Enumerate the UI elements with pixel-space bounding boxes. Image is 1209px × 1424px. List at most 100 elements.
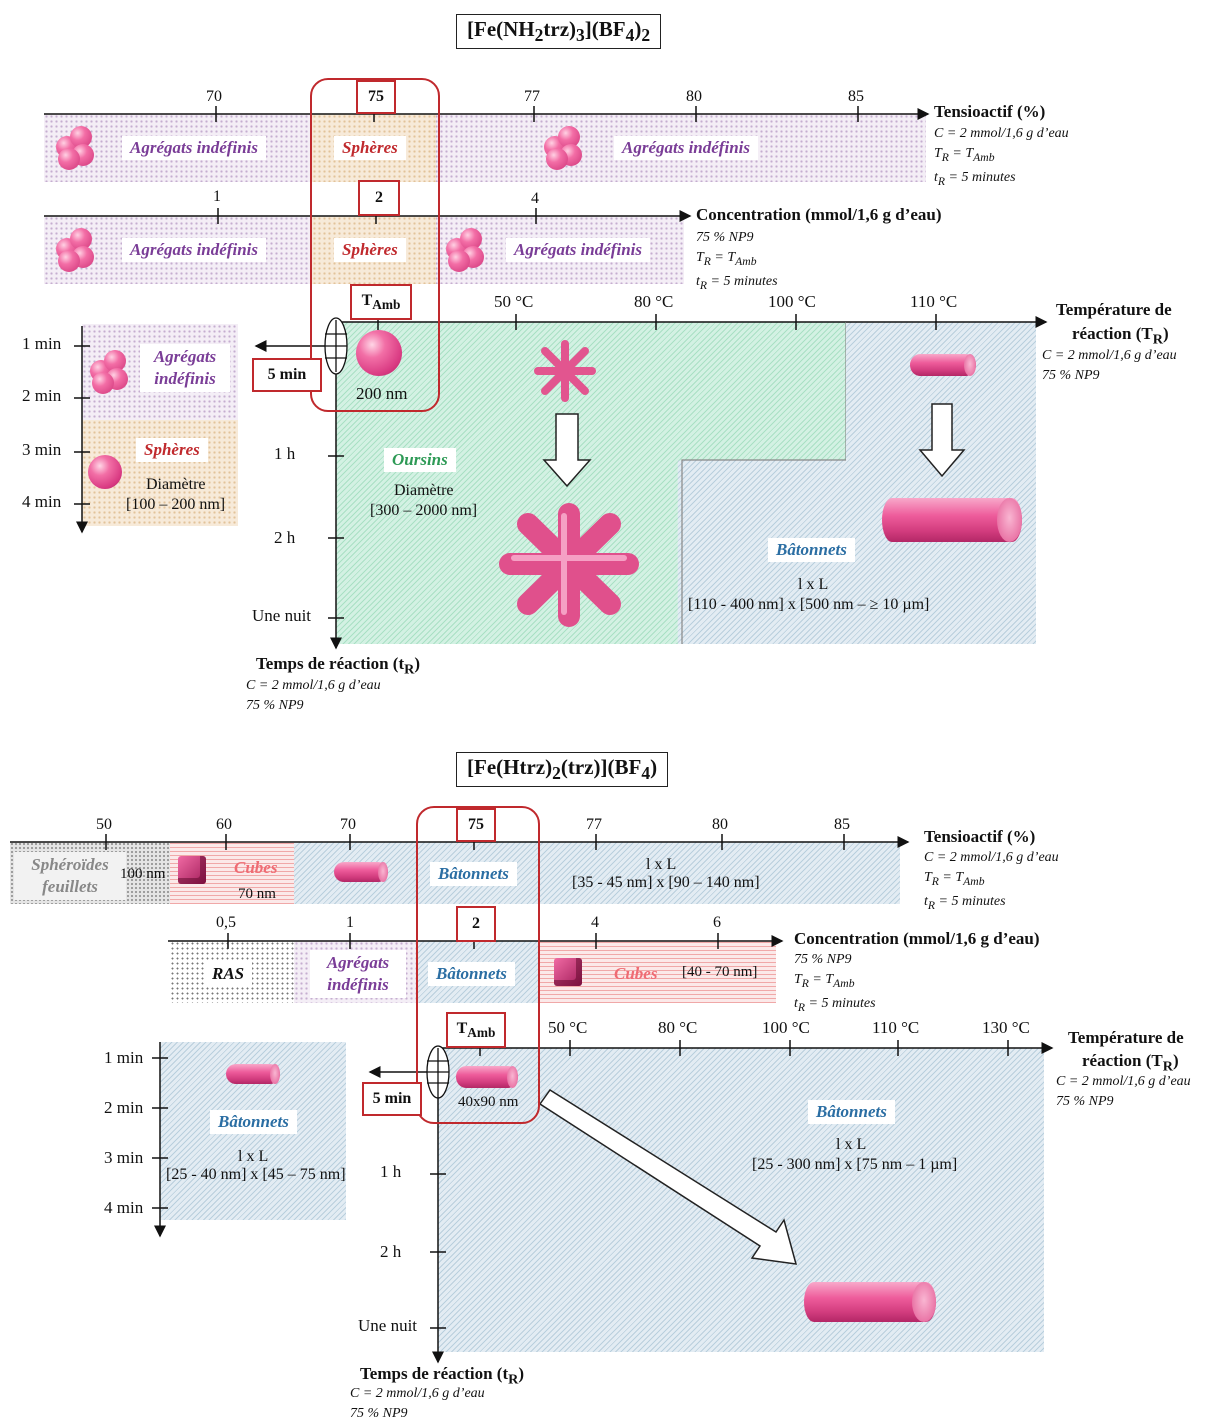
- bottom-conc-cubes-label: Cubes: [614, 964, 658, 983]
- tick-label: 100 °C: [762, 1018, 810, 1037]
- top-urchins-label: Oursins: [384, 448, 456, 472]
- cube-particle-icon: [178, 856, 206, 884]
- tick-label: 60: [216, 816, 232, 833]
- large-rod-icon: [804, 1282, 936, 1322]
- bottom-surf-rods-label: Bâtonnets: [430, 862, 517, 886]
- tick-label: 4 min: [22, 492, 62, 511]
- bottom-tamb-highlight: TAmb: [446, 1012, 506, 1048]
- tick-label: 70: [206, 88, 222, 105]
- top-urchin-growth-arrow: [542, 413, 592, 488]
- small-rod-icon: [456, 1066, 518, 1088]
- bottom-cube-size: 70 nm: [238, 886, 276, 902]
- tick-label: Une nuit: [252, 606, 312, 625]
- bottom-temperature-axis-label-2: réaction (TR): [1082, 1051, 1179, 1075]
- bottom-surfactant-axis-label: Tensioactif (%): [924, 827, 1036, 846]
- tick-label: 1 min: [104, 1048, 144, 1067]
- bottom-short-dims: [25 - 40 nm] x [45 – 75 nm]: [166, 1166, 346, 1183]
- top-rod-growth-arrow: [918, 403, 966, 478]
- top-surf-region-2: Sphères: [334, 136, 406, 160]
- bottom-aggregates-label: Agrégats indéfinis: [310, 950, 406, 998]
- top-standard-conditions-frame: [310, 78, 440, 412]
- top-short-region-1: Agrégats indéfinis: [140, 344, 230, 392]
- top-rods-dims: [110 - 400 nm] x [500 nm – ≥ 10 µm]: [688, 596, 930, 613]
- bottom-rods-zone: [294, 842, 900, 904]
- tick-label: 130 °C: [982, 1018, 1030, 1037]
- top-5min-highlight: 5 min: [252, 358, 322, 392]
- sphere-particle-icon: [356, 330, 402, 376]
- tick-label: 3 min: [104, 1148, 144, 1167]
- bottom-concentration-highlight: 2: [456, 906, 496, 942]
- bottom-standard-conditions-frame: [416, 806, 540, 1124]
- tick-label: 70: [340, 816, 356, 833]
- top-conc-region-1: Agrégats indéfinis: [122, 238, 266, 262]
- bottom-concentration-axis-label: Concentration (mmol/1,6 g d’eau): [794, 929, 1040, 948]
- bottom-compound-title: [Fe(Htrz)2(trz)](BF4): [456, 752, 669, 788]
- top-urchins-size-label: Diamètre: [394, 482, 454, 499]
- bottom-short-dims-label: l x L: [238, 1148, 269, 1165]
- bottom-surf-rods-dims: [35 - 45 nm] x [90 – 140 nm]: [572, 874, 760, 891]
- top-temperature-axis-label-1: Température de: [1056, 300, 1172, 319]
- top-rods-dims-label: l x L: [798, 576, 829, 593]
- tick-label: 50: [96, 816, 112, 833]
- bottom-surfactant-highlight: 75: [456, 808, 496, 842]
- bottom-spheroid-size: 100 nm: [120, 866, 166, 882]
- tick-label: 2 h: [380, 1242, 402, 1261]
- bottom-temperature-axis-label-1: Température de: [1068, 1028, 1184, 1047]
- bottom-clock-icon: [426, 1045, 450, 1099]
- bottom-short-rods-label: Bâtonnets: [210, 1110, 297, 1134]
- small-rod-icon: [910, 354, 976, 376]
- tick-label: 4 min: [104, 1198, 144, 1217]
- top-region-boundary: [681, 322, 846, 644]
- top-surf-region-3: Agrégats indéfinis: [614, 136, 758, 160]
- aggregate-cluster-icon: [54, 124, 98, 170]
- tick-label: 1 h: [274, 444, 296, 463]
- top-concentration-axis-label: Concentration (mmol/1,6 g d’eau): [696, 205, 942, 224]
- tick-label: 2 min: [22, 386, 62, 405]
- bottom-5min-highlight: 5 min: [362, 1082, 422, 1116]
- cube-particle-icon: [554, 958, 582, 986]
- bottom-rod-size: 40x90 nm: [458, 1094, 519, 1110]
- aggregate-cluster-icon: [54, 226, 98, 272]
- bottom-surf-rods-dims-label: l x L: [646, 856, 677, 873]
- tick-label: 100 °C: [768, 292, 816, 311]
- tick-label: 77: [586, 816, 602, 833]
- bottom-conc-rods-label: Bâtonnets: [428, 962, 515, 986]
- top-short-sphere-size: [100 – 200 nm]: [126, 496, 226, 513]
- small-rod-icon: [226, 1064, 280, 1084]
- top-time-axis-label: Temps de réaction (tR): [256, 654, 421, 678]
- bottom-conc-cube-size: [40 - 70 nm]: [682, 964, 758, 980]
- tick-label: 110 °C: [872, 1018, 920, 1037]
- sphere-particle-icon: [88, 455, 122, 489]
- top-tamb-highlight: TAmb: [350, 284, 412, 320]
- bottom-rods-label: Bâtonnets: [808, 1100, 895, 1124]
- top-rods-label: Bâtonnets: [768, 538, 855, 562]
- tick-label: 80: [712, 816, 728, 833]
- top-surf-region-1: Agrégats indéfinis: [122, 136, 266, 160]
- large-rod-icon: [882, 498, 1022, 542]
- tick-label: 1 min: [22, 334, 62, 353]
- bottom-rods-dims-label: l x L: [836, 1136, 867, 1153]
- bottom-rods-dims: [25 - 300 nm] x [75 nm – 1 µm]: [752, 1156, 958, 1173]
- small-urchin-icon: [534, 340, 596, 402]
- tick-label: 4: [531, 190, 539, 207]
- aggregate-cluster-icon: [88, 348, 132, 394]
- aggregate-cluster-icon: [444, 226, 488, 272]
- top-conc-region-3: Agrégats indéfinis: [506, 238, 650, 262]
- top-surfactant-axis-label: Tensioactif (%): [934, 102, 1046, 121]
- large-urchin-icon: [499, 503, 639, 627]
- tick-label: 1: [346, 914, 354, 931]
- tick-label: 80: [686, 88, 702, 105]
- tick-label: 77: [524, 88, 540, 105]
- top-clock-icon: [324, 317, 348, 375]
- top-concentration-spheres-zone: [312, 216, 436, 284]
- tick-label: 80 °C: [634, 292, 674, 311]
- top-conc-region-2: Sphères: [334, 238, 406, 262]
- top-concentration-highlight: 2: [358, 180, 400, 216]
- tick-label: 110 °C: [910, 292, 958, 311]
